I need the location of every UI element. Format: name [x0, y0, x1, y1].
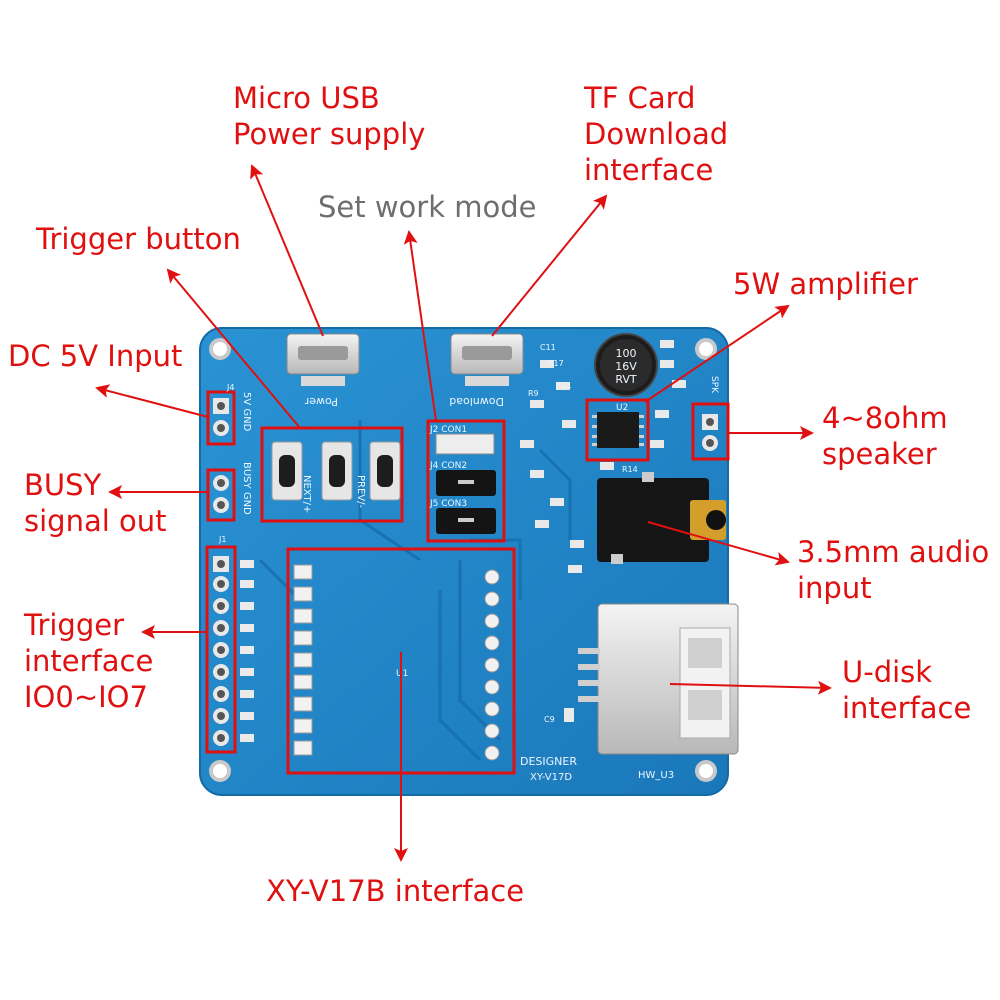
cap-label-1: 100: [616, 347, 637, 360]
label-udisk-line2: interface: [842, 691, 972, 725]
amplifier-chip: [585, 398, 650, 462]
label-audio-input-line2: input: [797, 571, 872, 605]
label-busy: BUSY signal out: [24, 467, 167, 539]
silk-r17: R17: [548, 359, 564, 368]
label-dc-input: DC 5V Input: [8, 339, 183, 373]
silk-j4-con: J4 CON2: [429, 461, 467, 471]
silk-spk: SPK: [709, 376, 719, 394]
label-audio-input: 3.5mm audio input: [797, 534, 989, 606]
speaker-header: [691, 402, 730, 461]
silk-j2: J2 CON1: [429, 425, 467, 435]
micro-usb-download-port: [450, 333, 524, 386]
silk-u1: U1: [396, 669, 408, 679]
arrow-audio-input: [647, 521, 790, 566]
busy-header: [206, 468, 236, 522]
label-audio-input-line1: 3.5mm audio: [797, 535, 990, 569]
label-udisk-line1: U-disk: [842, 655, 933, 689]
silk-c11: C11: [540, 343, 556, 352]
label-trigger-button: Trigger button: [36, 222, 241, 256]
silk-power: Power: [304, 395, 338, 408]
arrow-work-mode: [403, 230, 437, 422]
silk-j4: J4: [226, 383, 234, 392]
label-trigger-interface-line1: Trigger: [24, 608, 125, 642]
label-micro-usb-line1: Micro USB: [233, 81, 380, 115]
silk-model: XY-V17D: [530, 772, 572, 783]
label-amplifier: 5W amplifier: [733, 267, 918, 301]
label-busy-line1: BUSY: [24, 468, 102, 502]
callout-arrows: [95, 164, 832, 862]
trigger-buttons: [260, 426, 404, 523]
silk-hw: HW_U3: [638, 770, 674, 781]
silk-download: Download: [449, 395, 504, 408]
work-mode-jumpers: [426, 419, 506, 543]
label-speaker-line1: 4~8ohm: [822, 401, 948, 435]
label-work-mode: Set work mode: [318, 190, 537, 224]
silk-next: NEXT/+: [301, 475, 312, 513]
silk-r14: R14: [622, 465, 638, 474]
arrow-dc-input: [95, 384, 209, 418]
arrow-amplifier: [644, 304, 790, 403]
label-trigger-interface: Trigger interface IO0~IO7: [24, 607, 153, 715]
arrow-tf-card: [491, 194, 608, 337]
micro-usb-power-port: [286, 333, 360, 386]
label-speaker: 4~8ohm speaker: [822, 400, 948, 472]
silk-c9: C9: [544, 715, 555, 724]
arrow-trigger-button: [166, 268, 301, 429]
label-tf-card: TF Card Download interface: [584, 80, 728, 188]
cap-label-2: 16V: [615, 360, 637, 373]
silk-j5: J5 CON3: [429, 499, 467, 509]
label-micro-usb-line2: Power supply: [233, 117, 426, 151]
smd-components: [520, 340, 686, 722]
label-busy-line2: signal out: [24, 504, 167, 538]
audio-jack: [597, 472, 726, 564]
usb-a-port: [578, 603, 739, 755]
silk-j6-pins: BUSY GND: [241, 462, 252, 515]
dc-input-header: [206, 390, 236, 446]
silk-prev: PREV/-: [355, 475, 366, 509]
arrow-udisk: [669, 680, 832, 695]
label-speaker-line2: speaker: [822, 437, 937, 471]
silk-j1: J1: [218, 535, 226, 544]
silk-j4-pins: 5V GND: [241, 392, 252, 432]
silk-r9: R9: [528, 389, 539, 398]
label-tf-card-line3: interface: [584, 153, 714, 187]
electrolytic-capacitor: 100 16V RVT: [594, 333, 658, 397]
cap-label-3: RVT: [615, 373, 637, 386]
label-micro-usb: Micro USB Power supply: [233, 80, 425, 152]
label-tf-card-line1: TF Card: [584, 81, 696, 115]
label-trigger-interface-line2: interface: [24, 644, 154, 678]
label-udisk: U-disk interface: [842, 654, 971, 726]
label-xy-interface: XY-V17B interface: [266, 874, 525, 908]
label-trigger-interface-line3: IO0~IO7: [24, 680, 148, 714]
silk-r11: R11: [556, 381, 572, 390]
trigger-interface-header: [205, 545, 254, 754]
silk-designer: DESIGNER: [520, 755, 577, 768]
arrow-micro-usb: [250, 164, 324, 337]
silk-u2: U2: [616, 403, 628, 413]
label-tf-card-line2: Download: [584, 117, 729, 151]
silkscreen: Power Download J4 5V GND BUSY GND J1 J2 …: [218, 343, 719, 783]
